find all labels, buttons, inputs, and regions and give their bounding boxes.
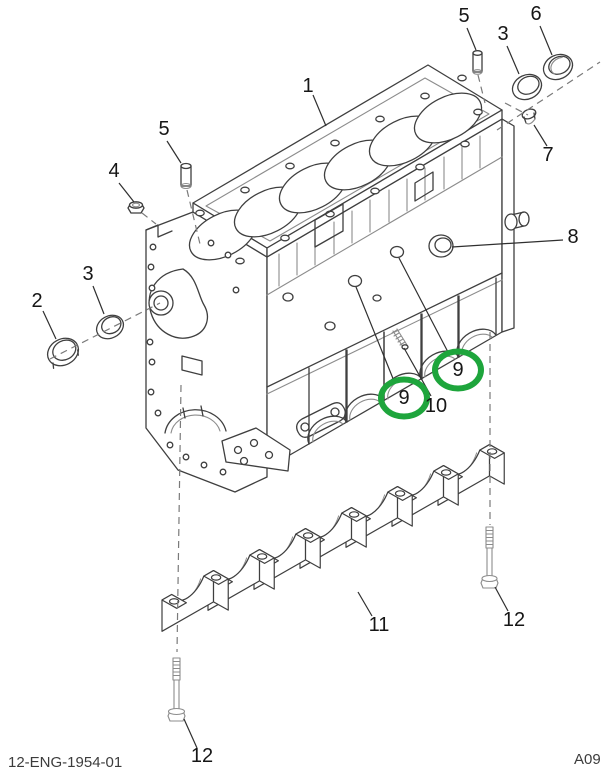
highlight-circle-9 (378, 376, 430, 420)
plug-4 (127, 201, 145, 214)
callout-label-3: 3 (497, 23, 509, 45)
front-face-details (146, 239, 240, 476)
cup-plug-6 (542, 53, 574, 81)
callout-label-5: 5 (158, 118, 170, 140)
callout-label-11: 11 (368, 614, 390, 636)
page-code: A09 (574, 751, 601, 768)
cup-plug-9b (389, 245, 405, 259)
bearing-cap-bolt-left (167, 657, 186, 722)
callout-label-6: 6 (530, 3, 542, 25)
bushing-3-top (511, 73, 543, 101)
cup-plug-9a (347, 274, 363, 288)
callout-label-2: 2 (31, 290, 43, 312)
leader-lines (42, 25, 564, 749)
highlight-circle-9 (432, 348, 484, 392)
callout-label-5: 5 (458, 5, 470, 27)
callout-label-12: 12 (190, 745, 214, 767)
callout-label-3: 3 (82, 263, 94, 285)
callout-label-8: 8 (567, 226, 579, 248)
callout-label-12: 12 (502, 609, 526, 631)
callout-label-1: 1 (302, 75, 314, 97)
plug-7 (521, 108, 537, 125)
bushing-3-left (95, 314, 125, 340)
cylinder-block (145, 64, 530, 493)
bearing-cap-bolt-right (480, 526, 499, 589)
figure-number: 12-ENG-1954-01 (8, 754, 123, 771)
callout-label-7: 7 (542, 144, 554, 166)
callout-label-4: 4 (108, 160, 120, 182)
water-jacket-ribs (266, 135, 503, 296)
dowel-5-left (180, 162, 192, 190)
centerlines (49, 61, 601, 653)
crankcase-details (221, 171, 530, 472)
dowel-5-top (472, 50, 483, 75)
callout-label-9: 9 (452, 359, 464, 381)
callout-label-10: 10 (424, 395, 448, 417)
callout-label-9: 9 (398, 387, 410, 409)
cylinder-bores (188, 92, 483, 261)
